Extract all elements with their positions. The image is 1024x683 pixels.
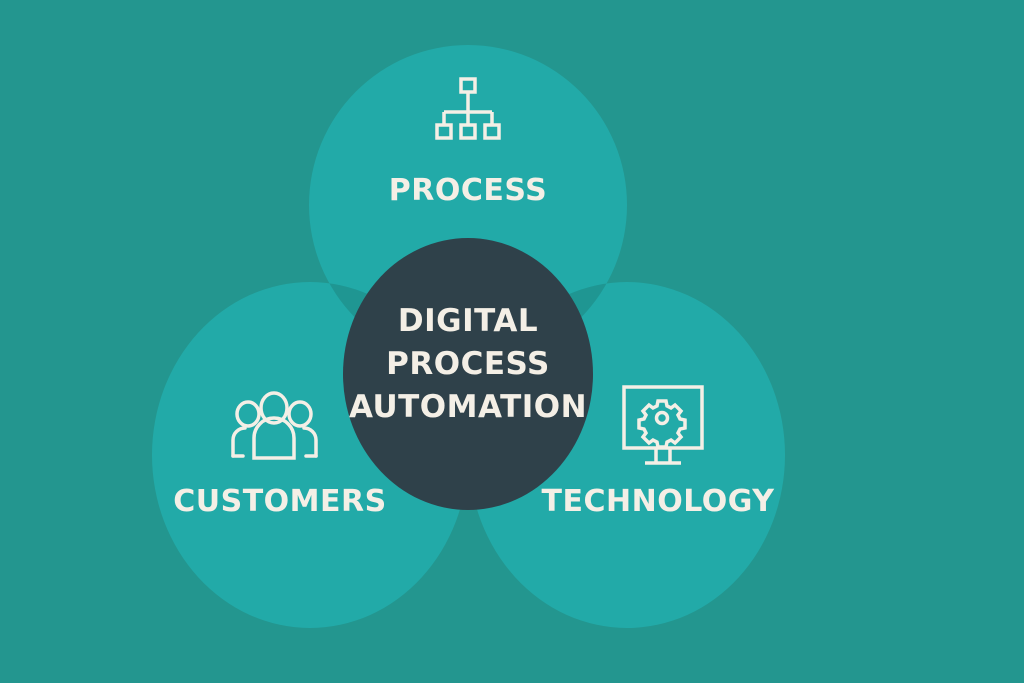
people-icon	[231, 391, 318, 460]
monitor-gear-icon	[622, 385, 704, 465]
center-line-1: DIGITAL	[397, 303, 539, 339]
center-line-3: AUTOMATION	[348, 389, 588, 425]
customers-label: CUSTOMERS	[173, 484, 387, 519]
hierarchy-icon	[435, 77, 501, 140]
center-line-2: PROCESS	[386, 346, 550, 382]
process-label: PROCESS	[388, 173, 548, 208]
center-label: DIGITAL PROCESS AUTOMATION	[338, 300, 598, 429]
center-circle	[343, 238, 593, 510]
technology-label: TECHNOLOGY	[541, 484, 775, 519]
